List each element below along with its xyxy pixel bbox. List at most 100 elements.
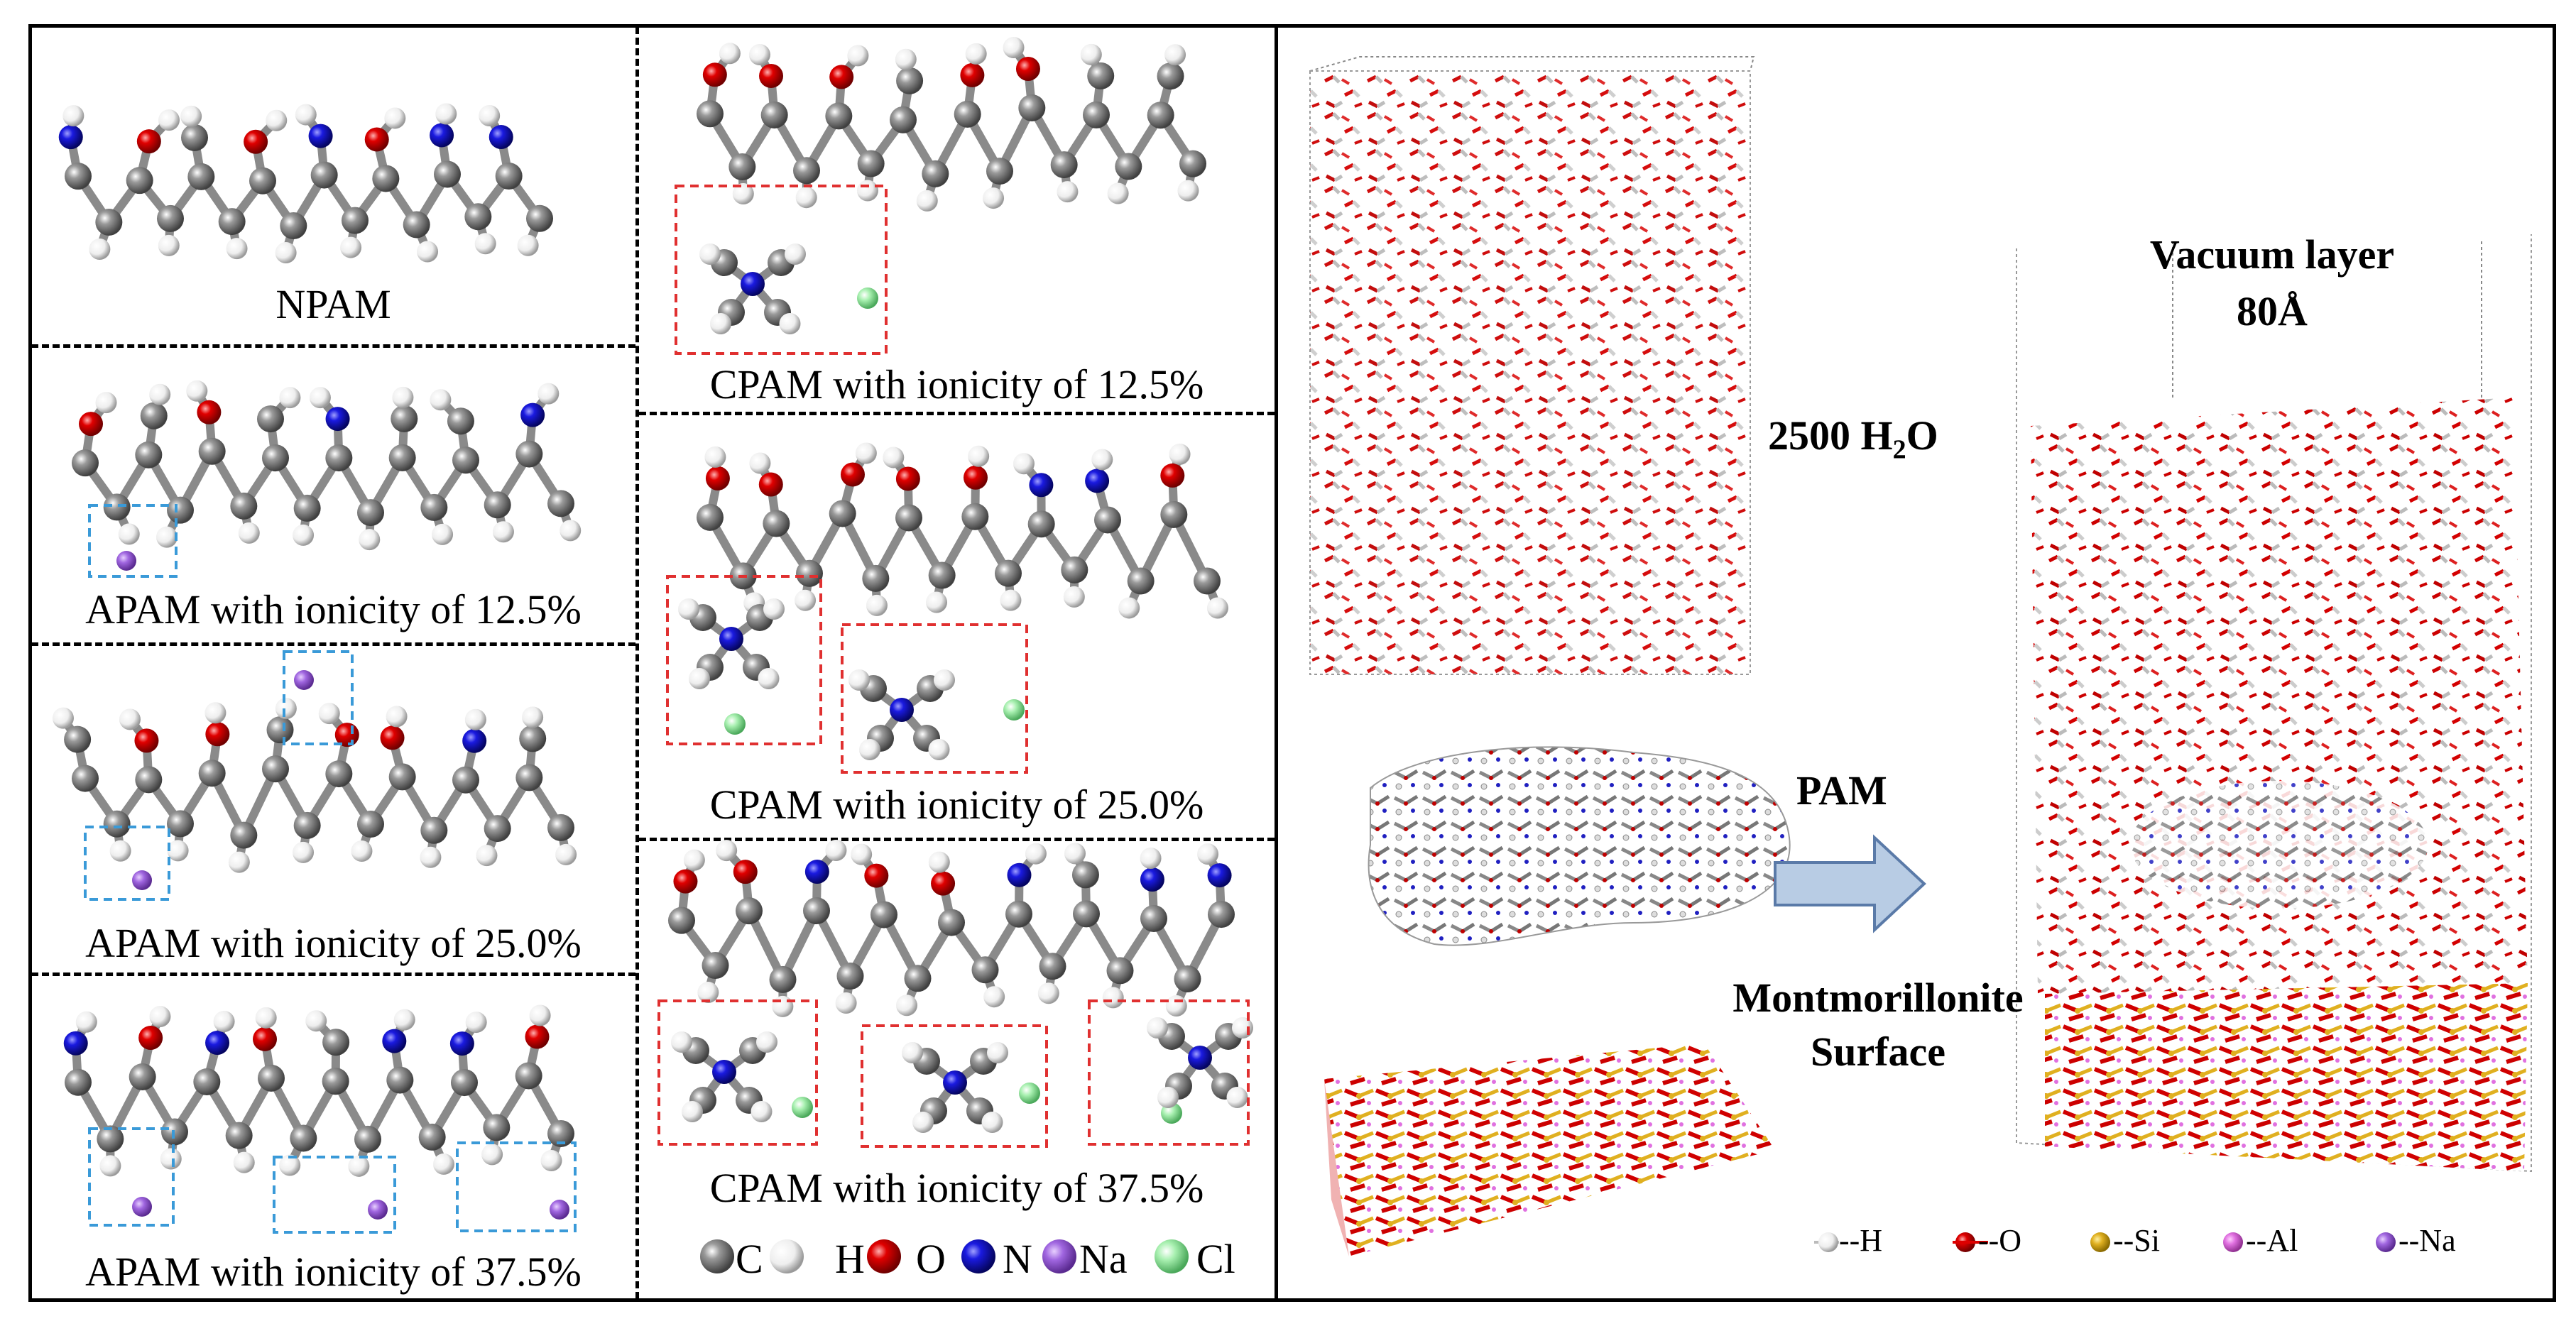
atom-o bbox=[1015, 56, 1040, 81]
surface-legend-na: --Na bbox=[2398, 1223, 2456, 1258]
divider-apam-125 bbox=[31, 642, 635, 646]
atom-c bbox=[280, 212, 307, 240]
atom-h bbox=[704, 446, 726, 468]
atom-c bbox=[257, 405, 285, 433]
atom-na bbox=[368, 1200, 388, 1220]
atom-h bbox=[1080, 43, 1102, 65]
atom-n bbox=[741, 272, 765, 296]
atom-c bbox=[1115, 153, 1142, 180]
atom-c bbox=[1018, 94, 1046, 121]
atom-c bbox=[354, 1125, 381, 1153]
atom-c bbox=[763, 510, 790, 537]
atom-n bbox=[382, 1029, 407, 1053]
atom-h bbox=[928, 739, 950, 760]
atom-c bbox=[769, 965, 797, 993]
atom-h bbox=[160, 1148, 182, 1170]
atom-h bbox=[1013, 453, 1035, 475]
atom-h bbox=[522, 706, 544, 728]
atom-n bbox=[712, 1060, 736, 1084]
atom-n bbox=[1007, 862, 1032, 887]
atom-h bbox=[155, 526, 178, 548]
atom-c bbox=[547, 490, 574, 517]
atom-c bbox=[484, 491, 511, 519]
atom-c bbox=[1027, 510, 1055, 538]
atom-c bbox=[198, 437, 226, 465]
atom-h bbox=[883, 446, 905, 469]
atom-o bbox=[197, 400, 222, 424]
atom-n bbox=[205, 1031, 230, 1056]
atom-h bbox=[52, 707, 74, 729]
atom-c bbox=[922, 160, 949, 187]
atom-c bbox=[65, 1068, 92, 1096]
atom-h bbox=[420, 846, 442, 868]
atom-c bbox=[938, 909, 965, 936]
atom-h bbox=[1169, 443, 1191, 465]
atom-c bbox=[434, 160, 461, 188]
atom-h bbox=[99, 1155, 121, 1177]
anion-box bbox=[84, 826, 170, 901]
atom-c bbox=[65, 163, 92, 190]
atom-c bbox=[64, 725, 92, 753]
atom-c bbox=[342, 207, 369, 234]
atom-h bbox=[255, 1007, 277, 1029]
label-apam-375: APAM with ionicity of 37.5% bbox=[85, 1249, 582, 1295]
atom-h bbox=[266, 109, 288, 131]
atom-h bbox=[851, 843, 873, 865]
water-label-tail: O bbox=[1906, 412, 1938, 459]
atom-c bbox=[391, 405, 418, 432]
atom-h bbox=[1025, 843, 1047, 865]
atom-c bbox=[1050, 151, 1078, 179]
atom-h bbox=[1177, 180, 1199, 202]
atom-c bbox=[452, 446, 479, 474]
atom-c bbox=[702, 952, 729, 980]
atom-h bbox=[351, 840, 373, 862]
atom-n bbox=[804, 860, 829, 884]
atom-c bbox=[129, 1063, 156, 1091]
atom-c bbox=[103, 493, 131, 521]
atom-c bbox=[1005, 900, 1032, 928]
cation-box bbox=[675, 185, 888, 355]
atom-o bbox=[138, 1026, 163, 1051]
atom-c bbox=[896, 67, 924, 94]
atom-c bbox=[728, 153, 756, 181]
atom-h bbox=[479, 105, 501, 127]
atom-c bbox=[736, 897, 763, 925]
label-npam: NPAM bbox=[275, 281, 391, 327]
atom-c bbox=[829, 500, 856, 527]
atom-h bbox=[763, 598, 785, 620]
atom-h bbox=[902, 1042, 923, 1063]
atom-c bbox=[895, 504, 922, 532]
atom-c bbox=[890, 106, 917, 133]
divider-cpam-250 bbox=[639, 838, 1275, 841]
atom-c bbox=[515, 1062, 542, 1090]
right-panel-frame bbox=[1275, 24, 2556, 1302]
atom-o bbox=[136, 129, 161, 154]
atom-h bbox=[149, 383, 171, 405]
atom-c bbox=[322, 1029, 350, 1056]
atom-h bbox=[1063, 586, 1085, 608]
legend-h: H bbox=[835, 1236, 865, 1282]
atom-h bbox=[348, 1155, 370, 1177]
surface-label-line2: Surface bbox=[1810, 1029, 1946, 1075]
atom-c bbox=[325, 444, 353, 472]
atom-c bbox=[249, 167, 276, 194]
atom-o bbox=[759, 63, 784, 88]
atom-c bbox=[420, 493, 448, 521]
atom-c bbox=[97, 1125, 124, 1153]
atom-c bbox=[230, 492, 258, 520]
atom-h bbox=[825, 840, 847, 862]
atom-c bbox=[971, 956, 999, 984]
atom-h bbox=[517, 234, 539, 256]
atom-h bbox=[758, 668, 780, 689]
atom-c bbox=[796, 559, 823, 587]
atom-c bbox=[452, 766, 479, 794]
surface-legend-si: --Si bbox=[2113, 1223, 2160, 1258]
atom-h bbox=[492, 521, 514, 543]
atom-na bbox=[132, 870, 152, 890]
atom-h bbox=[748, 43, 770, 65]
water-box bbox=[1309, 56, 1755, 675]
cation-box bbox=[657, 999, 818, 1146]
atom-na bbox=[132, 1197, 152, 1217]
atom-h bbox=[895, 48, 917, 70]
